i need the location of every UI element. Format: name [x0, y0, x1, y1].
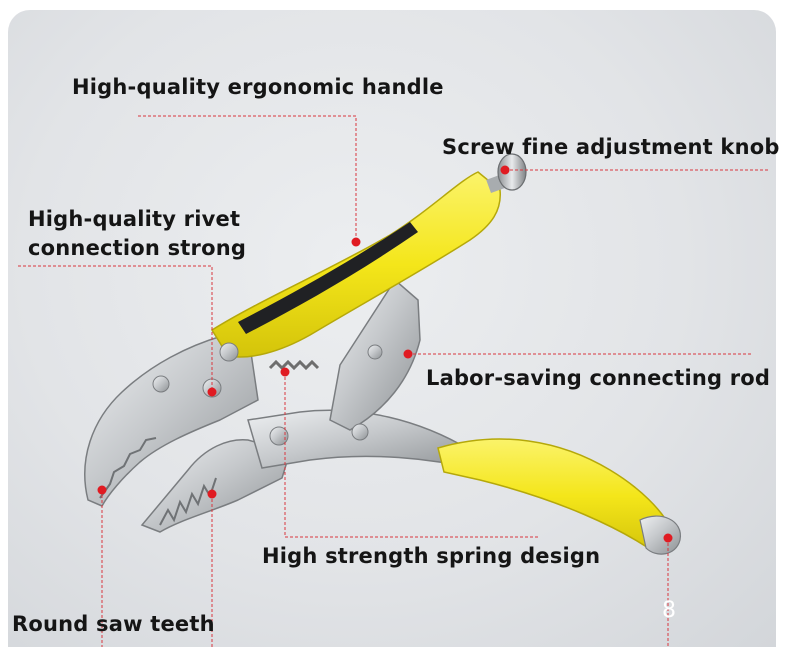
marker-dot — [207, 489, 217, 499]
marker-dot — [97, 485, 107, 495]
spring — [268, 359, 320, 371]
label-spring-design: High strength spring design — [262, 544, 601, 568]
lower-jaw — [140, 439, 291, 533]
marker-dot — [500, 165, 510, 175]
marker-dot — [280, 367, 290, 377]
leader-lines — [18, 115, 768, 647]
label-connecting-rod: Labor-saving connecting rod — [426, 366, 771, 390]
marker-dot — [403, 349, 413, 359]
page-number: 8 — [662, 598, 676, 623]
label-rivet-line1: High-quality rivet — [28, 207, 241, 231]
label-rivet-line2: connection strong — [28, 236, 247, 260]
black-grip-strip — [238, 222, 418, 334]
marker-dot — [351, 237, 361, 247]
label-ergonomic-handle: High-quality ergonomic handle — [72, 75, 444, 99]
marker-dot — [663, 533, 673, 543]
rivet — [269, 426, 289, 446]
rivet — [351, 423, 369, 441]
leader-spring — [284, 372, 540, 538]
label-rivet-connection: High-quality rivet connection strong — [28, 205, 288, 263]
label-adjustment-knob: Screw fine adjustment knob — [442, 135, 780, 159]
label-saw-teeth: Round saw teeth — [12, 612, 215, 636]
rivet — [219, 342, 239, 362]
lower-jaw-teeth — [159, 477, 217, 526]
rivet — [152, 375, 170, 393]
rivet — [367, 344, 383, 360]
upper-jaw-teeth — [99, 437, 157, 499]
leader-rivet — [18, 265, 213, 392]
adjustment-knob — [497, 153, 527, 191]
marker-dot — [207, 387, 217, 397]
release-lever — [639, 515, 681, 555]
lower-yellow-grip — [437, 438, 674, 554]
marker-dots — [97, 165, 673, 543]
leader-handle — [138, 115, 357, 242]
